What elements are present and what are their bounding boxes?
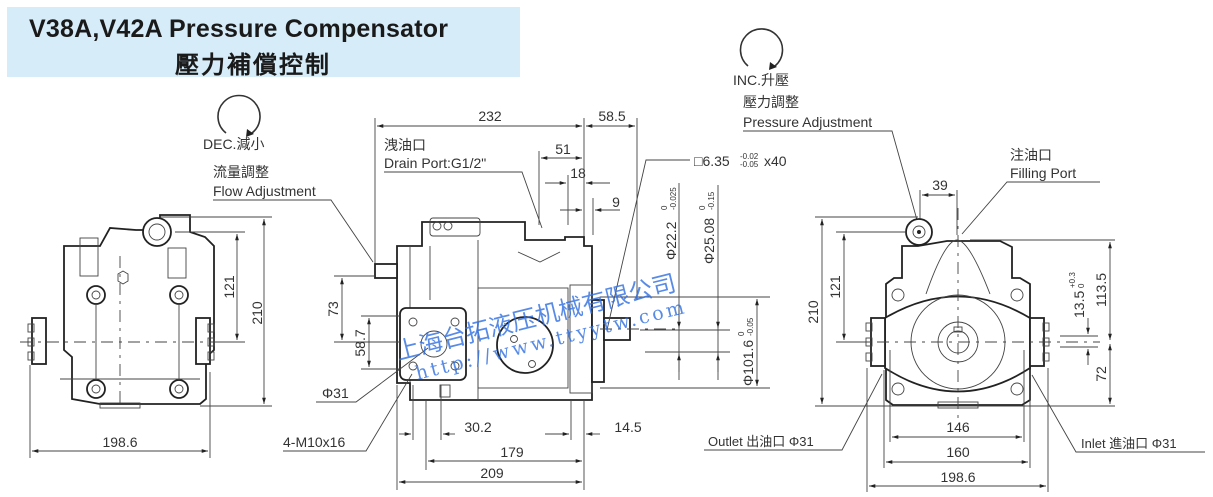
side-dim-73: 73 (325, 301, 341, 317)
dec-label: DEC.減小 (203, 136, 264, 152)
pressure-adjust-en: Pressure Adjustment (743, 114, 872, 130)
drain-port-leader (384, 171, 543, 229)
key-height-tol-upper: +0.3 (1068, 272, 1077, 288)
left-dim-210: 210 (249, 301, 265, 325)
pilot-dia-tol-lower: -0.05 (746, 317, 755, 336)
left-dim-198-6: 198.6 (102, 434, 137, 450)
shaft-dia-1-tol-lower: -0.025 (669, 187, 678, 210)
left-dim-121: 121 (221, 275, 237, 299)
key-size: □6.35 (694, 153, 730, 169)
pressure-adjust-cn: 壓力調整 (743, 95, 799, 111)
key-tol-upper: -0.02 (740, 152, 759, 161)
port-bolts-label: 4-M10x16 (283, 434, 345, 450)
key-height: 13.5 (1071, 291, 1087, 318)
flow-adjust-cn: 流量調整 (213, 165, 269, 181)
side-dim-179: 179 (500, 444, 524, 460)
key-leader (606, 159, 690, 331)
filling-port-en: Filling Port (1010, 165, 1076, 181)
shaft-dia-2-tol-lower: -0.15 (707, 191, 716, 210)
pilot-dia-tol-upper: 0 (737, 331, 746, 336)
right-dim-210: 210 (805, 300, 821, 324)
side-pump-outline (374, 217, 680, 401)
right-dim-160: 160 (946, 444, 970, 460)
right-dim-198-6: 198.6 (940, 469, 975, 485)
title-banner: V38A,V42A Pressure Compensator 壓力補償控制 (7, 7, 520, 79)
side-dim-14-5: 14.5 (614, 419, 641, 435)
flow-adjust-en: Flow Adjustment (213, 183, 316, 199)
key-tol-lower: -0.05 (740, 160, 759, 169)
right-view: INC.升壓 壓力調整 Pressure Adjustment 注油口 Fill… (704, 28, 1205, 492)
side-dim-209: 209 (480, 465, 504, 481)
title-english: V38A,V42A Pressure Compensator (29, 15, 449, 43)
inc-rotation-icon (739, 28, 784, 70)
inc-label: INC.升壓 (733, 72, 789, 88)
flow-adjust-leader (213, 199, 374, 263)
side-dim-9: 9 (612, 194, 620, 210)
side-dim-30-2: 30.2 (464, 419, 491, 435)
drain-port-cn: 洩油口 (384, 138, 426, 154)
right-dim-146: 146 (946, 419, 970, 435)
right-dim-113-5: 113.5 (1093, 273, 1109, 307)
pressure-adjust-leader (743, 130, 918, 221)
port-dia-label: Φ31 (322, 385, 349, 401)
shaft-dia-1: Φ22.2 (663, 221, 679, 260)
filling-port-cn: 注油口 (1010, 148, 1052, 164)
right-dim-72: 72 (1093, 366, 1109, 382)
shaft-dia-2: Φ25.08 (701, 218, 717, 264)
inlet-label: Inlet 進油口 Φ31 (1081, 436, 1177, 451)
side-dim-58-5: 58.5 (598, 108, 625, 124)
right-dim-121: 121 (827, 275, 843, 299)
side-dim-18: 18 (570, 165, 586, 181)
right-dim-39: 39 (932, 177, 948, 193)
pilot-dia: Φ101.6 (740, 340, 756, 386)
side-dim-58-7: 58.7 (352, 329, 368, 356)
key-length: x40 (764, 153, 787, 169)
key-height-tol-lower: 0 (1077, 283, 1086, 288)
drain-port-en: Drain Port:G1/2" (384, 155, 486, 171)
title-chinese: 壓力補償控制 (175, 51, 331, 79)
side-view: 232 58.5 洩油口 Drain Port:G1/2" 51 18 9 (283, 108, 787, 490)
side-dim-232: 232 (478, 108, 502, 124)
side-dim-51: 51 (555, 141, 571, 157)
left-pump-outline (20, 214, 220, 409)
right-pump-outline (850, 208, 1100, 420)
filling-port-leader (961, 181, 1100, 235)
shaft-dia-2-tol-upper: 0 (698, 205, 707, 210)
left-view: DEC.減小 流量調整 Flow Adjustment (20, 94, 374, 458)
outlet-label: Outlet 出油口 Φ31 (708, 434, 814, 449)
shaft-dia-1-tol-upper: 0 (660, 205, 669, 210)
dec-rotation-icon (217, 94, 261, 137)
